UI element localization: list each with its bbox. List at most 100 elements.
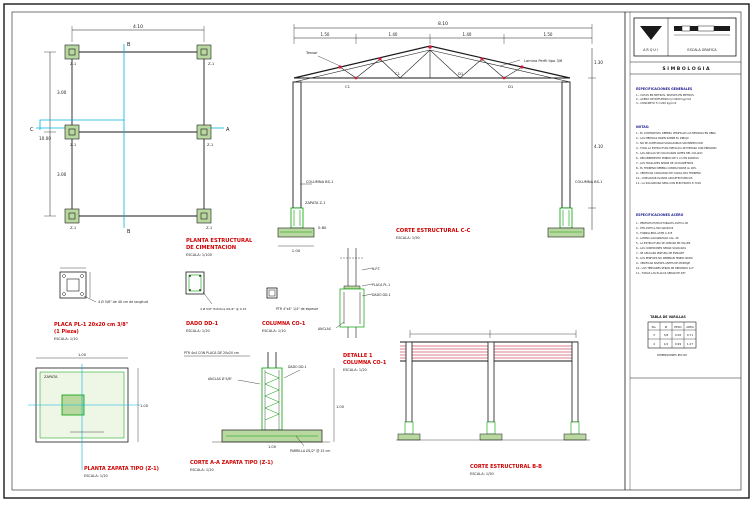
svg-text:Z-1: Z-1 [208,61,215,66]
truss-label-lamina: Lamina Perfil tipo 3/6 [524,59,563,63]
spec2-line-8: 8.- LOS PERFILES NO DEBERAN TENER OXIDO [636,256,693,260]
section-aa-label-top: PTR 4x4 CON PLACA DE 20x20 cm [184,351,239,355]
svg-text:3: 3 [653,333,655,337]
svg-text:4: 4 [653,342,655,346]
truss-dim-seg-1: 1.50 [321,32,330,37]
detail-label-level: N.P.T. [372,267,380,271]
spec2-line-10: 10.- LOS TENSORES SERAN DE REDONDO 1/2" [636,266,694,270]
spec2-title: ESPECIFICACIONES ACERO [636,213,684,217]
plate-anchor-note: 4 Ø 5/8" de 40 cm de longitud [98,299,148,304]
truss-label-col-left: COLUMNA BS-1 [306,180,333,184]
svg-text:PESO: PESO [674,325,682,329]
footing-z1-bottom-left: Z-1 [64,208,80,230]
plan-dim-left-total: 10.00 [39,136,51,141]
note-line-2: 2.- LAS MEDIDAS RIGEN SOBRE EL DIBUJO [636,136,689,140]
plan-dim-left-upper: 3.00 [57,90,67,95]
section-aa-dim-width: 1.00 [268,445,277,449]
column-co1-detail: PTR 4"x4" 1/4" de espesor COLUMNA CO-1 E… [262,287,319,333]
graphic-scale-icon [674,25,730,36]
truss-dim-total: 8.10 [438,21,448,27]
detail-title-1: DETALLE 1 [343,353,373,359]
spec1-line-2: 2.- ACERO DE REFUERZO fy=4200 kg/cm2 [636,97,691,101]
truss-scale: ESCALA: 1/50 [396,236,420,240]
footing-z1-mid-right: Z-1 [196,124,214,147]
column-title: COLUMNA CO-1 [262,321,306,327]
detail-label-dado: DADO DD-1 [372,293,391,297]
plan-dim-left-lower: 3.00 [57,172,67,177]
svg-text:D1: D1 [508,84,514,89]
section-bb-detail: CORTE ESTRUCTURAL B-B ESCALA: 1/50 [396,330,590,476]
note-line-10: 10.- CONSULTAR PLANOS ARQUITECTONICOS [636,176,693,180]
section-aa-dim-depth: 1.00 [336,405,345,409]
truss-title: CORTE ESTRUCTURAL C-C [396,228,471,234]
spec1-line-1: 1.- COTAS EN METROS, NIVELES EN METROS [636,93,694,97]
svg-text:Z-1: Z-1 [206,225,213,230]
truss-section-cc: 8.10 1.50 1.40 1.40 1.50 C1 C1 D1 D1 [277,21,603,253]
spec2-line-7: 7.- SE APLICARA PINTURA DE ESMALTE [636,251,685,255]
note-line-8: 8.- EL TERRENO DEBERA COMPACTARSE AL 90% [636,166,697,170]
footing-plan-detail: 1.00 1.00 ZAPATA PLANTA ZAPATA TIPO (Z-1… [28,353,159,478]
footing-z1-bottom-right: Z-1 [196,208,213,230]
svg-text:3/8: 3/8 [664,333,669,337]
plate-title: PLACA PL-1 20x20 cm 3/8" [54,322,129,328]
plan-dim-top: 4.10 [133,24,143,30]
spec1-title: ESPECIFICACIONES GENERALES [636,87,693,91]
note-line-3: 3.- NO SE ACEPTARAN SOLDADURAS SIN INSPE… [636,141,703,145]
truss-dim-footing-depth: 0.80 [318,225,327,230]
spec2-line-11: 11.- TODAS LAS PLACAS SERAN DE 3/8" [636,271,686,275]
truss-dim-seg-2: 1.40 [389,32,398,37]
svg-text:0.99: 0.99 [675,342,681,346]
truss-label-tensor: Tensor [305,51,318,55]
footing-plan-title: PLANTA ZAPATA TIPO (Z-1) [84,466,159,472]
truss-dim-top-right: 1.30 [594,60,603,65]
plan-title-1: PLANTA ESTRUCTURAL [186,238,253,244]
svg-text:0.56: 0.56 [675,333,681,337]
logo-text-left: ARQUI [643,48,659,52]
svg-text:Ø: Ø [665,324,668,329]
dado-title: DADO DD-1 [186,321,219,327]
svg-text:D1: D1 [458,71,464,76]
note-line-11: 11.- LA SOLDADURA SERA CON ELECTRODO E-7… [636,181,701,185]
svg-text:AREA: AREA [686,325,694,329]
plan-axis-c: C [30,127,34,133]
footing-plan-scale: ESCALA: 1/20 [84,474,108,478]
logo-icon [640,26,662,40]
section-aa-label-anchor: ANCLAS Ø 5/8" [208,376,233,381]
plan-axis-b-bottom: B [127,229,131,235]
logo-text-right: ESCALA GRAFICA [687,48,717,52]
spec2-line-1: 1.- PERFILES ESTRUCTURALES ASTM A-36 [636,221,688,225]
column-scale: ESCALA: 1/10 [262,329,286,333]
truss-label-col-right: COLUMNA BS-1 [575,180,602,184]
title-block-heading: S I M B O L O G I A [662,66,710,72]
svg-text:Z-1: Z-1 [70,225,77,230]
dado-note: 4 Ø 5/8" Estribos Ø1/4" @ 0.15 [200,306,247,311]
section-aa-label-dado: DADO DD-1 [288,365,307,369]
svg-text:Z-1: Z-1 [70,142,77,147]
spec2-line-9: 9.- VERIFICAR NIVELES ANTES DE MONTAJE [636,261,690,265]
svg-text:Z-1: Z-1 [207,142,214,147]
dado-dd1-detail: 4 Ø 5/8" Estribos Ø1/4" @ 0.15 DADO DD-1… [185,271,247,333]
spec2-line-3: 3.- TORNILLERIA ASTM A-325 [636,231,673,235]
spec2-line-6: 6.- LAS CONEXIONES SERAN SOLDADAS [636,246,686,250]
truss-dim-height-right: 4.10 [594,144,603,149]
detail-title-2: COLUMNA CO-1 [343,360,387,366]
svg-text:1/2: 1/2 [664,342,669,346]
section-bb-scale: ESCALA: 1/50 [470,472,494,476]
rebar-table: No. Ø PESO AREA 3 3/8 0.56 0.71 4 1/2 0.… [647,321,697,349]
spec2-line-4: 4.- LAMINA GALVANIZADA CAL. 26 [636,236,679,240]
note-line-9: 9.- VERIFICAR CAPACIDAD DE CARGA DEL TER… [636,171,701,175]
detail-1-column: N.P.T. PLACA PL-1 DADO DD-1 ANCLAS DETAL… [318,248,391,372]
plan-scale: ESCALA: 1/100 [186,253,212,257]
truss-dim-base-width: 1.00 [292,248,301,253]
detail-label-plate: PLACA PL-1 [372,283,390,287]
section-aa-title: CORTE A-A ZAPATA TIPO (Z-1) [190,460,273,466]
footing-plan-label: ZAPATA [44,375,58,379]
svg-text:C1: C1 [345,84,351,89]
svg-text:No.: No. [652,325,657,329]
sheet-border [3,3,750,499]
footing-plan-dim-width: 1.00 [78,353,87,357]
section-aa-label-rebar: PARRILLA Ø1/2" @ 15 cm [290,448,330,453]
truss-dim-seg-4: 1.50 [544,32,553,37]
